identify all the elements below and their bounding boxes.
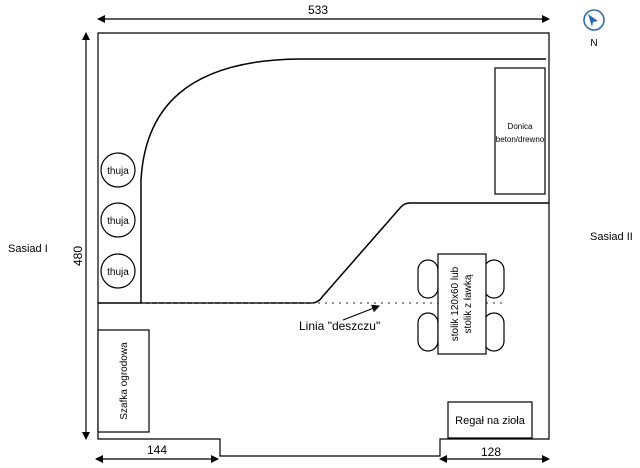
thuja-label: thuja (107, 166, 129, 177)
neighbor-left-label: Sasiad I (8, 243, 48, 255)
path-border-slant (98, 202, 549, 304)
dimension-bottom-left-label: 144 (147, 443, 167, 457)
chair (483, 312, 505, 352)
thuja-label: thuja (107, 216, 129, 227)
table-label-line2: stolik z ławką (463, 274, 474, 333)
chair (417, 259, 439, 299)
thuja-3: thuja (100, 253, 136, 289)
neighbor-right-label: Sasiad II (590, 231, 633, 243)
herb-shelf: Regał na zioła (447, 401, 533, 439)
shelf-label: Regał na zioła (455, 415, 526, 427)
dimension-left-label: 480 (71, 246, 85, 266)
garden-cabinet: Szafka ogrodowa (97, 329, 150, 433)
planter-label-line1: Donica (508, 122, 533, 131)
table (437, 253, 487, 355)
thuja-label: thuja (107, 267, 129, 278)
chair (483, 259, 505, 299)
compass-label: N (590, 38, 597, 49)
table-group: stolik 120x60 lub stolik z ławką (417, 253, 505, 355)
dimension-bottom-right-label: 128 (481, 445, 501, 459)
path-border-curve (140, 58, 546, 303)
dimension-bottom-left: 144 (95, 443, 219, 463)
thuja-1: thuja (100, 152, 136, 188)
dimension-bottom-right: 128 (439, 445, 550, 463)
plot-outline (97, 32, 550, 457)
compass-icon: N (583, 9, 605, 49)
dimension-top: 533 (97, 3, 550, 23)
dimension-left: 480 (71, 32, 90, 440)
table-label-line1: stolik 120x60 lub (450, 266, 461, 341)
planter-label-line2: beton/drewno (496, 135, 545, 144)
rain-line-pointer (342, 304, 380, 321)
chair (417, 312, 439, 352)
dimension-top-label: 533 (308, 3, 328, 17)
rain-line-label: Linia "deszczu" (299, 319, 380, 333)
thuja-2: thuja (100, 202, 136, 238)
cabinet-label: Szafka ogrodowa (119, 342, 130, 420)
planter: Donica beton/drewno (494, 67, 546, 195)
